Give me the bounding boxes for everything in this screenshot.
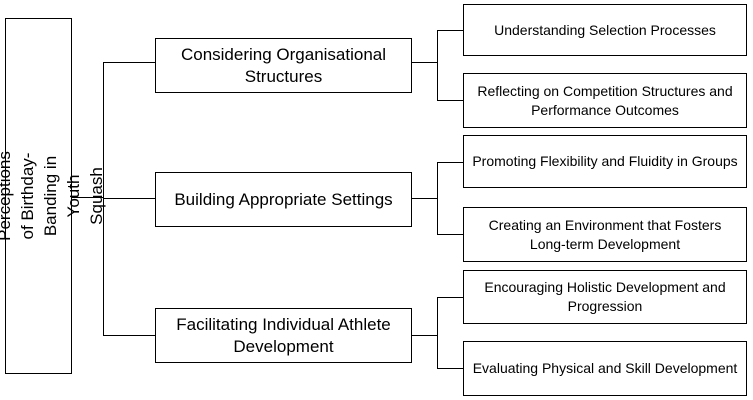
connector-to-theme-1 [103,62,155,63]
theme-node-2: Building Appropriate Settings [155,172,412,227]
subtheme-label-1-2: Reflecting on Competition Structures and… [477,82,733,118]
root-label: Coaches Perceptions of Birthday-Banding … [0,151,106,241]
connector-root-trunk [72,197,104,198]
connector-theme-2-out [412,198,438,199]
subtheme-label-1-1: Understanding Selection Processes [494,21,716,38]
subtheme-label-3-2: Evaluating Physical and Skill Developmen… [472,360,738,376]
subtheme-label-3-1: Encouraging Holistic Development and Pro… [484,279,726,314]
subtheme-node-3-2: Evaluating Physical and Skill Developmen… [463,341,747,396]
connector-theme-1-spine [437,30,438,100]
theme-node-1: Considering Organisational Structures [155,38,412,93]
connector-to-theme-2 [103,198,155,199]
connector-to-subtheme-1-1 [437,30,463,31]
subtheme-node-2-1: Promoting Flexibility and Fluidity in Gr… [463,135,747,188]
theme-node-3: Facilitating Individual Athlete Developm… [155,308,412,363]
subtheme-node-3-1: Encouraging Holistic Development and Pro… [463,270,747,324]
theme-label-3: Facilitating Individual Athlete Developm… [176,314,391,356]
connector-theme-spine [103,62,104,336]
theme-label-2: Building Appropriate Settings [174,189,393,209]
subtheme-node-1-2: Reflecting on Competition Structures and… [463,73,747,128]
connector-to-subtheme-3-1 [437,297,463,298]
subtheme-node-2-2: Creating an Environment that Fosters Lon… [463,207,747,262]
root-node: Coaches Perceptions of Birthday-Banding … [0,18,106,374]
connector-to-subtheme-2-2 [437,234,463,235]
subtheme-label-2-1: Promoting Flexibility and Fluidity in Gr… [472,153,738,169]
connector-to-subtheme-2-1 [437,162,463,163]
connector-to-theme-3 [103,335,155,336]
connector-theme-3-out [412,335,438,336]
connector-theme-3-spine [437,297,438,368]
subtheme-node-1-1: Understanding Selection Processes [463,4,747,56]
connector-theme-1-out [412,62,438,63]
connector-theme-2-spine [437,162,438,234]
connector-to-subtheme-1-2 [437,100,463,101]
connector-to-subtheme-3-2 [437,368,463,369]
theme-label-1: Considering Organisational Structures [180,44,387,86]
subtheme-label-2-2: Creating an Environment that Fosters Lon… [488,216,722,252]
